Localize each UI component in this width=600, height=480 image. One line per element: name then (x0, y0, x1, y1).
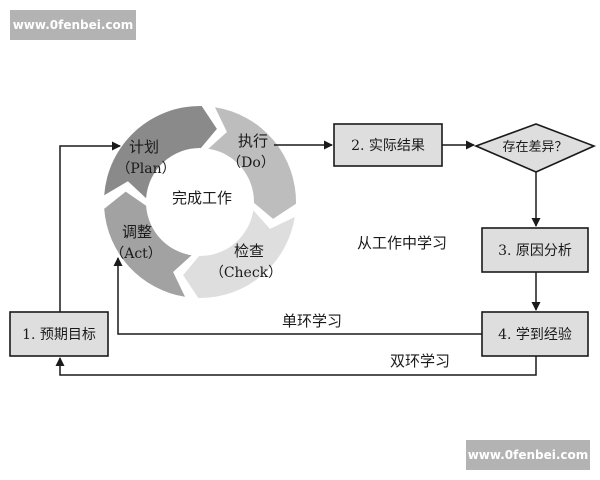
goal-box (9, 311, 109, 357)
act-label: 调整 (122, 223, 152, 241)
plan-label: 计划 (129, 138, 159, 156)
goal-box-label: 1. 预期目标 (22, 327, 96, 343)
arrow-single-loop (113, 257, 482, 335)
single-loop-label: 单环学习 (282, 312, 342, 330)
cause-box-label: 3. 原因分析 (498, 243, 572, 259)
do-label: 执行 (238, 132, 268, 150)
cycle-segment-plan (104, 105, 217, 199)
act-sublabel: （Act） (110, 246, 162, 262)
cycle-segment-act (104, 191, 192, 297)
cause-box (481, 227, 589, 273)
arrow-goal-to-plan (59, 141, 121, 312)
cycle-center-label: 完成工作 (172, 189, 232, 207)
cycle-segment-check (183, 210, 295, 299)
cycle-segment-do (208, 107, 297, 219)
learn-from-work-label: 从工作中学习 (357, 234, 447, 252)
check-sublabel: （Check） (210, 265, 282, 281)
watermark-bottom: www.0fenbei.com (466, 440, 590, 470)
arrow-double-loop (55, 356, 537, 376)
lesson-box-label: 4. 学到经验 (498, 327, 572, 343)
double-loop-label: 双环学习 (390, 352, 450, 370)
lesson-box (481, 311, 589, 357)
diff-decision-diamond (473, 123, 597, 173)
diff-decision-label: 存在差异？ (502, 140, 567, 155)
result-box-label: 2. 实际结果 (351, 138, 425, 154)
do-sublabel: （Do） (227, 155, 275, 171)
plan-sublabel: （Plan） (116, 161, 175, 177)
watermark-top: www.0fenbei.com (10, 10, 136, 40)
check-label: 检查 (234, 242, 264, 260)
